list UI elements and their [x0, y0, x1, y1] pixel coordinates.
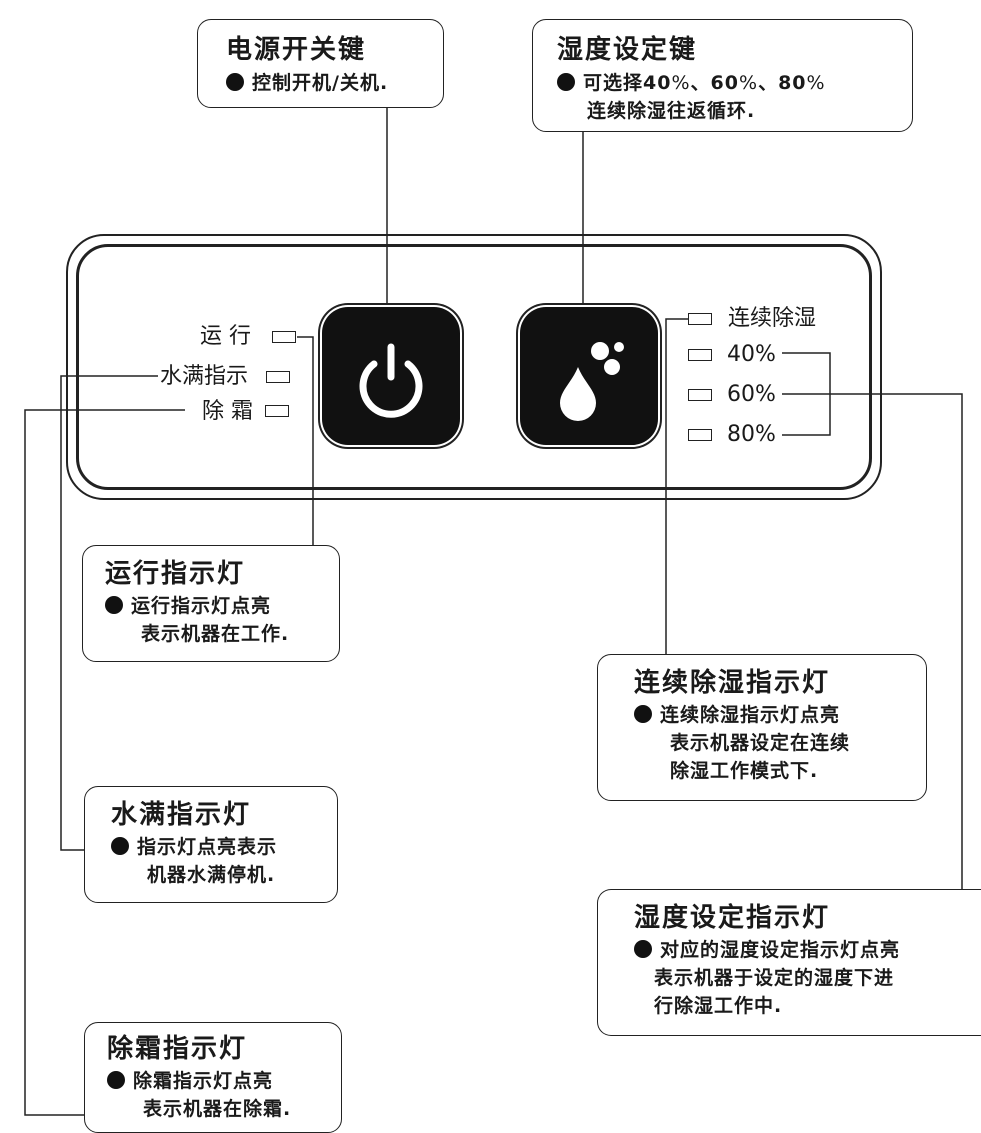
run-indicator-title: 运行指示灯: [105, 559, 246, 589]
humidity-option-40: 40: [643, 72, 672, 94]
humidity-40-label: 40%: [727, 342, 776, 367]
percent-sign: %: [671, 72, 691, 94]
humidity-key-desc-prefix: 可选择: [583, 72, 644, 94]
percent-sign: %: [806, 72, 826, 94]
bullet-icon: [105, 596, 123, 614]
water-full-led: [266, 371, 290, 383]
defrost-callout: 除霜指示灯 除霜指示灯点亮 表示机器在除霜.: [84, 1022, 342, 1133]
humidity-80-label: 80%: [727, 422, 776, 447]
run-label: 运 行: [200, 324, 251, 349]
run-indicator-desc-1: 运行指示灯点亮: [131, 595, 272, 617]
humidity-indicator-desc-1: 对应的湿度设定指示灯点亮: [660, 939, 901, 961]
power-key-callout: 电源开关键 控制开机/关机.: [197, 19, 444, 108]
humidity-indicator-desc-2: 表示机器于设定的湿度下进: [654, 967, 895, 989]
defrost-title: 除霜指示灯: [107, 1034, 248, 1064]
humidity-key-callout: 湿度设定键 可选择40%、60%、80% 连续除湿往返循环.: [532, 19, 913, 132]
water-full-desc-1: 指示灯点亮表示: [137, 836, 278, 858]
defrost-connector: [24, 409, 185, 1116]
humidity-option-60: 60: [710, 72, 739, 94]
humidity-80-led: [688, 429, 712, 441]
power-key-desc: 控制开机/关机.: [252, 72, 389, 94]
humidity-60-led: [688, 389, 712, 401]
humidity-button[interactable]: [520, 307, 658, 445]
humidity-key-title: 湿度设定键: [557, 35, 698, 65]
run-connector: [297, 336, 314, 545]
continuous-indicator-desc-1: 连续除湿指示灯点亮: [660, 704, 841, 726]
humidity-key-desc-2: 连续除湿往返循环.: [587, 100, 756, 122]
humidity-indicator-desc-3: 行除湿工作中.: [654, 995, 783, 1017]
defrost-desc-2: 表示机器在除霜.: [143, 1098, 292, 1120]
humidity-indicator-callout: 湿度设定指示灯 对应的湿度设定指示灯点亮 表示机器于设定的湿度下进 行除湿工作中…: [597, 889, 981, 1036]
separator: 、: [690, 72, 711, 94]
bullet-icon: [634, 940, 652, 958]
power-button[interactable]: [322, 307, 460, 445]
humidity-option-80: 80: [778, 72, 807, 94]
humidity-60-label: 60%: [727, 382, 776, 407]
water-full-title: 水满指示灯: [111, 800, 252, 830]
control-panel: [76, 244, 872, 490]
power-key-title: 电源开关键: [226, 35, 367, 65]
bullet-icon: [226, 73, 244, 91]
defrost-led: [265, 405, 289, 417]
bullet-icon: [107, 1071, 125, 1089]
run-led: [272, 331, 296, 343]
water-connector: [60, 375, 158, 851]
bullet-icon: [111, 837, 129, 855]
separator: 、: [758, 72, 779, 94]
humidity-indicator-title: 湿度设定指示灯: [634, 903, 831, 933]
continuous-indicator-callout: 连续除湿指示灯 连续除湿指示灯点亮 表示机器设定在连续 除湿工作模式下.: [597, 654, 927, 801]
water-full-callout: 水满指示灯 指示灯点亮表示 机器水满停机.: [84, 786, 338, 903]
continuous-led: [688, 313, 712, 325]
defrost-desc-1: 除霜指示灯点亮: [133, 1070, 274, 1092]
water-full-label: 水满指示: [160, 364, 249, 389]
continuous-indicator-title: 连续除湿指示灯: [634, 668, 831, 698]
humidity-40-led: [688, 349, 712, 361]
run-indicator-callout: 运行指示灯 运行指示灯点亮 表示机器在工作.: [82, 545, 340, 662]
percent-sign: %: [739, 72, 759, 94]
continuous-indicator-desc-3: 除湿工作模式下.: [670, 760, 819, 782]
run-indicator-desc-2: 表示机器在工作.: [141, 623, 290, 645]
bullet-icon: [634, 705, 652, 723]
water-full-desc-2: 机器水满停机.: [147, 864, 276, 886]
humidity-ind-connector: [782, 393, 963, 889]
continuous-label: 连续除湿: [728, 306, 817, 331]
power-icon: [359, 343, 423, 418]
control-panel-outer: [66, 234, 882, 500]
continuous-indicator-desc-2: 表示机器设定在连续: [670, 732, 851, 754]
water-drops-icon: [560, 342, 624, 421]
defrost-label: 除 霜: [202, 399, 253, 424]
continuous-connector: [665, 318, 688, 655]
bullet-icon: [557, 73, 575, 91]
